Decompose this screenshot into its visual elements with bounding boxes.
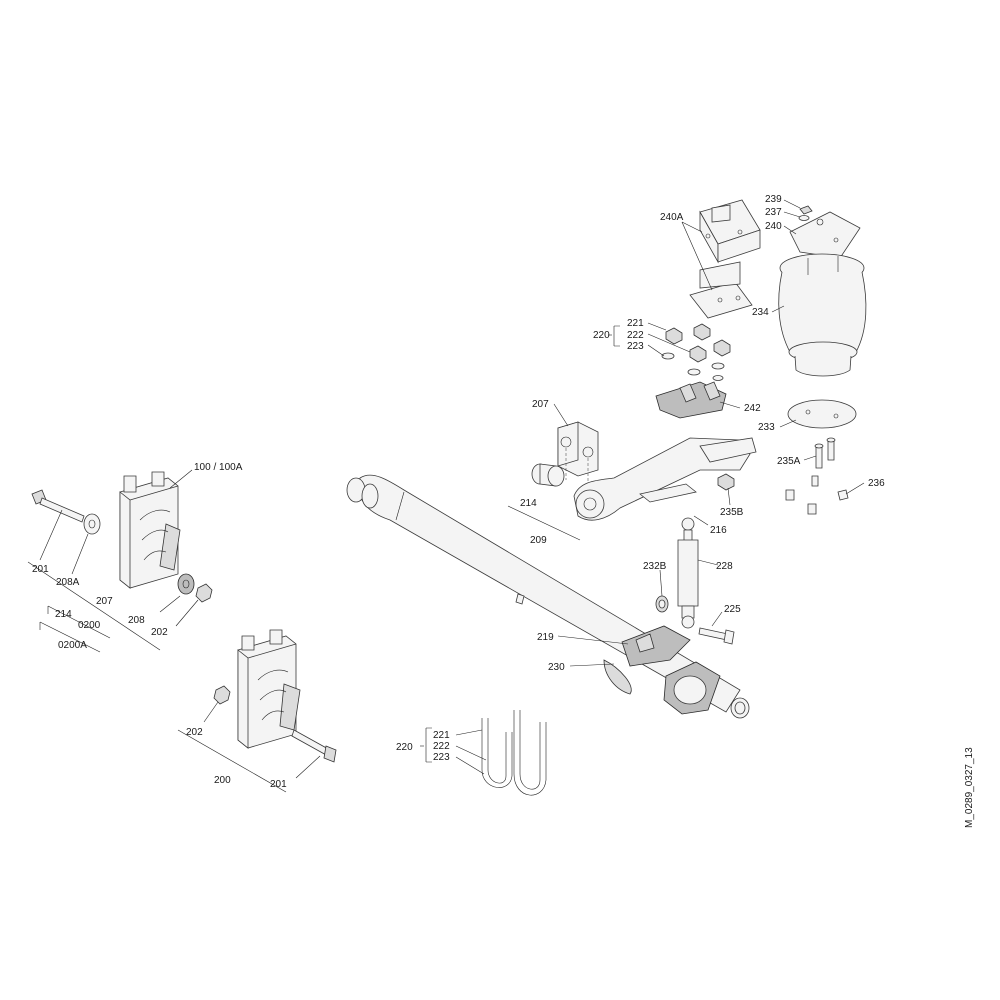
- bolt-201-left: [31, 489, 85, 523]
- nut-202-left: [195, 583, 213, 603]
- callout-222-bottom: 222: [433, 741, 450, 752]
- callout-221-bottom: 221: [433, 730, 450, 741]
- spring-clamp-plate-242: [655, 381, 727, 419]
- callout-222-top: 222: [627, 330, 644, 341]
- callout-220-top: 220: [593, 330, 610, 341]
- callout-237: 237: [765, 207, 782, 218]
- callout-225: 225: [724, 604, 741, 615]
- callout-221-top: 221: [627, 318, 644, 329]
- callout-202-bottom: 202: [186, 727, 203, 738]
- frame-bracket-100: [119, 471, 181, 589]
- bushing-232b: [655, 595, 669, 613]
- callout-214-left: 214: [55, 609, 72, 620]
- callout-208: 208: [128, 615, 145, 626]
- nut-239: [799, 205, 813, 215]
- callout-207-top: 207: [532, 399, 549, 410]
- nut-202-bottom: [213, 685, 231, 705]
- nuts-washers-220-top: [661, 323, 731, 381]
- callout-236: 236: [868, 478, 885, 489]
- screws-236: [785, 475, 849, 515]
- upper-mounting-bracket-240a: [699, 199, 761, 264]
- callout-219: 219: [537, 632, 554, 643]
- leader-lines: [27, 199, 865, 793]
- callout-240: 240: [765, 221, 782, 232]
- shim-plate: [639, 483, 697, 503]
- callout-235b: 235B: [720, 507, 744, 518]
- callout-228: 228: [716, 561, 733, 572]
- callout-labels: 239 237 240 240A 234 220 221 222 223 242…: [32, 194, 885, 790]
- drawing-reference-code: M_0289_0327_13: [964, 747, 975, 828]
- callout-201-bottom: 201: [270, 779, 287, 790]
- bushing-214: [531, 463, 565, 487]
- axle-seat-219: [621, 625, 691, 667]
- brake-flange: [663, 661, 750, 719]
- callout-214-top: 214: [520, 498, 537, 509]
- bolts-235a: [814, 437, 836, 469]
- top-plate-240: [789, 211, 861, 259]
- callout-216: 216: [710, 525, 727, 536]
- callout-220-bottom: 220: [396, 742, 413, 753]
- nut-235b: [717, 473, 735, 491]
- callout-233: 233: [758, 422, 775, 433]
- callout-207-left: 207: [96, 596, 113, 607]
- callout-0200: 0200: [78, 620, 101, 631]
- eccentric-washer-208: [177, 573, 195, 595]
- callout-0200a: 0200A: [58, 640, 87, 651]
- hanger-bracket-207: [557, 421, 599, 490]
- callout-235a: 235A: [777, 456, 801, 467]
- callout-208a: 208A: [56, 577, 80, 588]
- callout-242: 242: [744, 403, 761, 414]
- callout-200: 200: [214, 775, 231, 786]
- lower-mounting-bracket-240a: [689, 261, 753, 319]
- callout-201-left: 201: [32, 564, 49, 575]
- frame-bracket-200: [237, 629, 301, 749]
- callout-230: 230: [548, 662, 565, 673]
- eccentric-washer-208a: [83, 513, 101, 535]
- callout-239: 239: [765, 194, 782, 205]
- u-bolts-220-bottom: [481, 710, 547, 796]
- piston-plate-233: [787, 399, 857, 429]
- shock-absorber-228: [677, 517, 699, 629]
- bolt-225: [698, 627, 735, 645]
- callout-100-100a: 100 / 100A: [194, 462, 243, 473]
- washer-237: [798, 215, 810, 221]
- callout-223-bottom: 223: [433, 752, 450, 763]
- callout-209: 209: [530, 535, 547, 546]
- callout-234: 234: [752, 307, 769, 318]
- callout-232b: 232B: [643, 561, 667, 572]
- callout-202-left: 202: [151, 627, 168, 638]
- bolt-201-bottom: [291, 729, 337, 763]
- trailing-arm-216: [573, 437, 757, 521]
- callout-223-top: 223: [627, 341, 644, 352]
- callout-240a: 240A: [660, 212, 684, 223]
- air-spring-bellow-234: [778, 253, 867, 377]
